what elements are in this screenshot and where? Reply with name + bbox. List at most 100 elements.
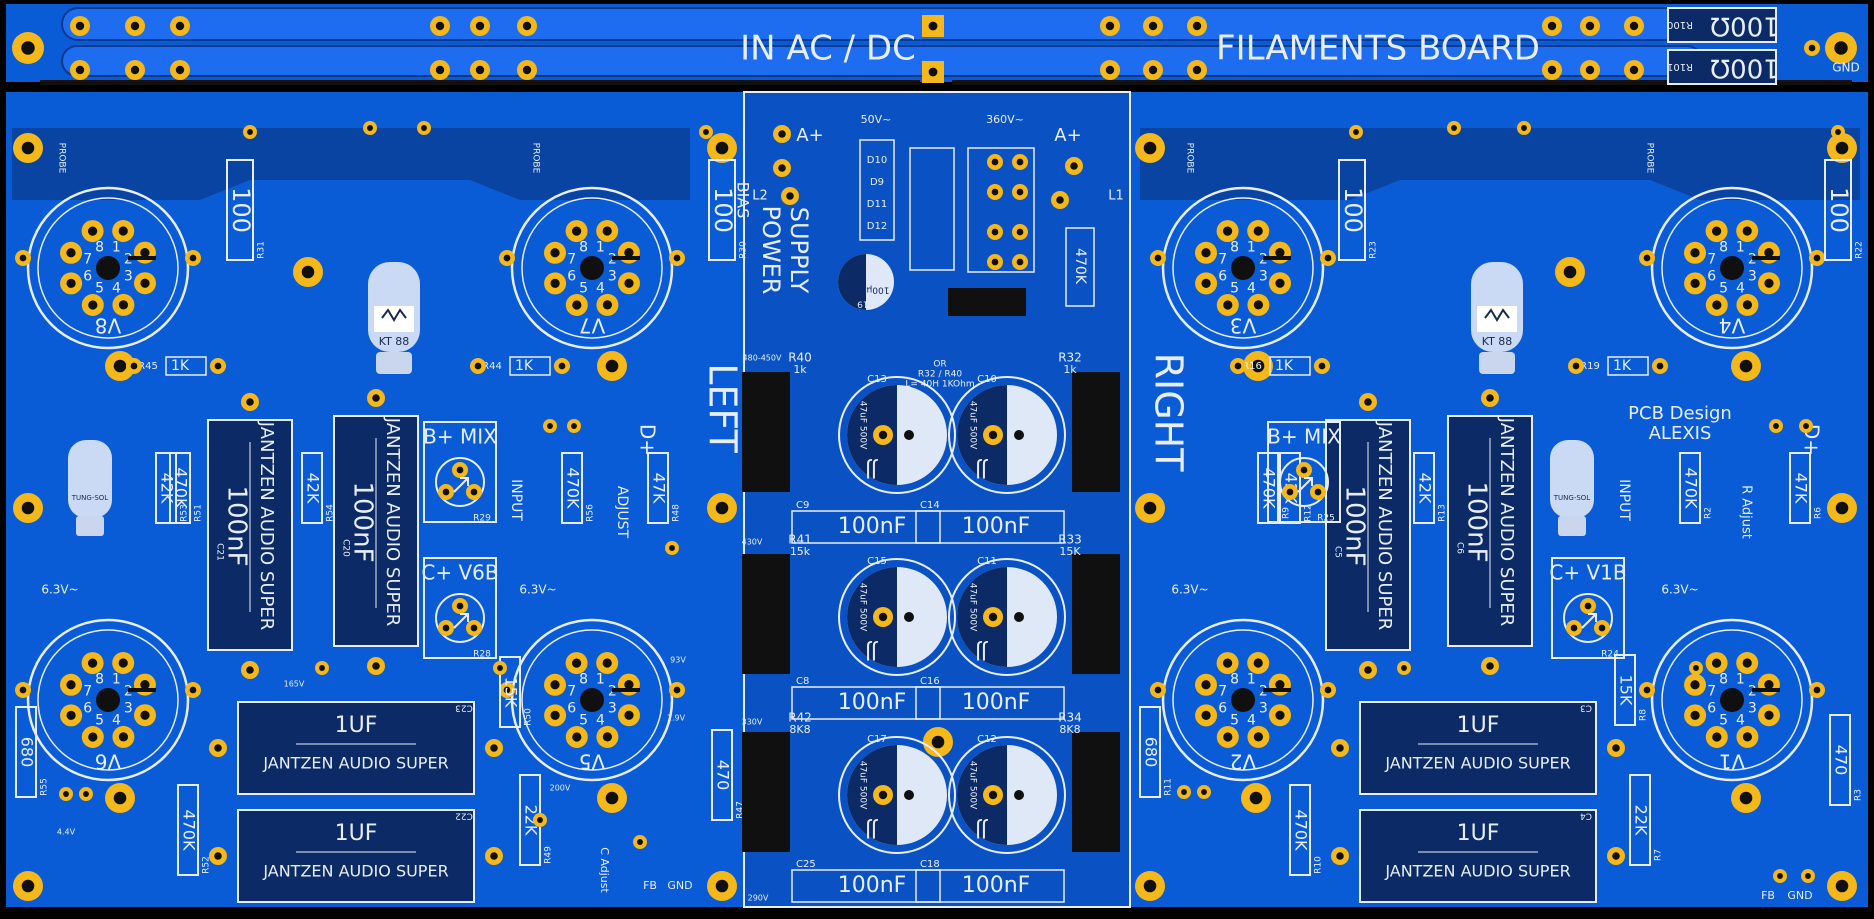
resistor-1k-ref: R44 (482, 361, 502, 372)
bias-voltage-label: 50V~ (861, 113, 892, 126)
pad-hole (456, 466, 464, 474)
pad-hole (1222, 658, 1233, 668)
pad-hole (1764, 710, 1774, 720)
filament-divider-left (40, 80, 920, 85)
tube-pin-number: 3 (124, 700, 133, 716)
power-resistor-body (742, 732, 790, 852)
resistor-ref: R7 (1654, 849, 1664, 861)
pad-hole (1253, 300, 1264, 310)
resistor-value: 470K (180, 809, 199, 851)
choke-note-line: L= 40H 1KOhm (905, 380, 974, 390)
small-tube-base (1558, 516, 1586, 536)
tube-pin-number: 4 (1247, 280, 1256, 296)
pad-hole (1584, 602, 1592, 610)
pad-hole (19, 254, 27, 262)
pad-hole (547, 423, 553, 429)
power-resistor-ref: R40 (788, 351, 812, 365)
pad-hole (624, 247, 634, 258)
pad-hole (372, 394, 380, 402)
film-cap-brand: JANTZEN AUDIO SUPER (1384, 862, 1570, 881)
pad-hole (550, 710, 560, 721)
power-resistor-value: 15K (1059, 545, 1081, 558)
voltage-label: 165V (284, 680, 305, 689)
power-resistor-value: 1k (793, 363, 807, 376)
pad-hole (1275, 679, 1285, 690)
bridge-outline (909, 147, 955, 271)
pad-hole (87, 226, 98, 236)
film-cap-value: 100nF (1340, 485, 1370, 566)
pad-hole (1563, 265, 1577, 279)
electrolytic-rating: 47uF 500V (968, 761, 978, 810)
pad-hole (1612, 852, 1620, 860)
film-cap-ref: C21 (215, 543, 225, 561)
bridge-outline-2 (967, 147, 1035, 273)
filament-resistor-ref: R100 (1667, 19, 1693, 30)
power-resistor-value: 8K8 (1059, 723, 1080, 736)
pad-hole (140, 679, 150, 690)
pad-hole (1275, 710, 1285, 720)
pad-hole (1222, 226, 1233, 236)
pad-hole (435, 65, 445, 75)
pad-hole (786, 192, 794, 200)
pad-hole (87, 658, 98, 668)
probe-label: PROBE (531, 143, 541, 174)
film-cap-brand: JANTZEN AUDIO SUPER (262, 754, 448, 773)
tube-socket-outline (510, 186, 674, 350)
electrolytic-brand: JJ (975, 459, 989, 483)
pad-hole (1764, 247, 1774, 258)
r26-outline (1065, 227, 1095, 307)
fb-label: FB (643, 879, 657, 892)
pad-hole (130, 65, 140, 75)
pad-hole (140, 710, 150, 720)
c-adjust-label: C Adjust (598, 847, 611, 893)
electrolytic-pad-pos (1014, 790, 1024, 800)
pad-hole (1629, 21, 1639, 31)
pad-hole (442, 488, 450, 496)
resistor-ref: R13 (1438, 504, 1448, 522)
pad-hole (1742, 300, 1753, 310)
electrolytic-ref: C11 (977, 556, 997, 567)
pad-hole (1572, 362, 1580, 370)
tube-pin-number: 8 (1230, 240, 1239, 256)
tube-socket-ring (521, 629, 663, 771)
resistor-1k-outline (509, 356, 551, 376)
tube-socket-ring (1172, 197, 1314, 339)
supply-film-cap-value: 100nF (962, 690, 1031, 715)
pad-hole (1742, 732, 1753, 742)
resistor-ref: R3 (1854, 789, 1864, 801)
pad-hole (571, 226, 582, 236)
pad-hole (1105, 65, 1115, 75)
pad-hole (1364, 398, 1372, 406)
pad-hole (1739, 359, 1753, 373)
tube-socket-outline (1650, 618, 1814, 782)
supply-film-cap-value: 100nF (962, 514, 1031, 539)
pad-hole (1547, 65, 1557, 75)
gnd-label: GND (1787, 889, 1812, 902)
tube-pin-number: 1 (112, 240, 121, 256)
resistor-1k-outline (1607, 356, 1649, 376)
pad-hole (1223, 300, 1233, 310)
pad-hole (1401, 665, 1407, 671)
pad-hole (1148, 21, 1158, 31)
bias-label: BIAS (734, 182, 753, 219)
tube-pin-number: 8 (95, 672, 104, 688)
filament-voltage-label: 6.3V~ (519, 583, 556, 597)
filament-resistor (1667, 49, 1777, 85)
tube-pin-number: 4 (112, 280, 121, 296)
power-resistor-value: 15k (790, 545, 811, 558)
power-resistor-body (742, 372, 790, 492)
resistor-ref: R52 (202, 856, 212, 874)
pad-hole (214, 362, 222, 370)
tube-pin-number: 5 (1719, 712, 1728, 728)
resistor-outline (1338, 159, 1366, 261)
pad-hole (928, 21, 938, 31)
pad-hole (550, 278, 560, 289)
supply-film-cap-ref: C25 (796, 859, 816, 870)
r-adjust-label: R Adjust (1739, 485, 1754, 539)
input-label: INPUT (508, 479, 524, 521)
resistor-1k-ref: R16 (1242, 361, 1262, 372)
resistor-outline (1679, 452, 1701, 524)
supply-film-cap-ref: C14 (920, 500, 940, 511)
pad-hole (175, 65, 185, 75)
pad-hole (1192, 21, 1202, 31)
